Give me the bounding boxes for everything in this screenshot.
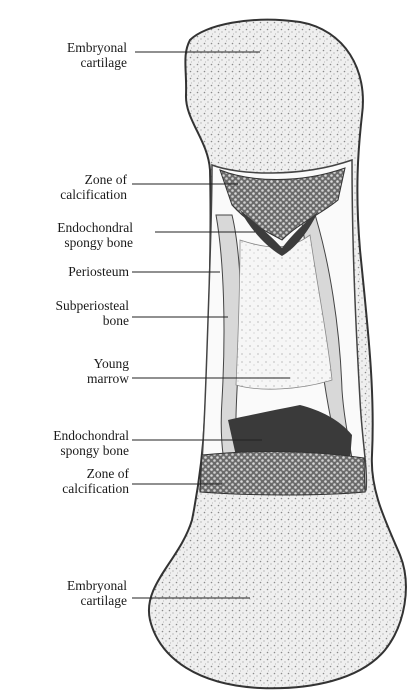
label-young-marrow: Young marrow	[87, 356, 129, 386]
label-endochondral-spongy-bottom: Endochondral spongy bone	[53, 428, 129, 458]
lower-calcification	[200, 452, 365, 495]
label-embryonal-cartilage-bottom: Embryonal cartilage	[67, 578, 127, 608]
label-subperiosteal-bone: Subperiosteal bone	[56, 298, 130, 328]
label-endochondral-spongy-top: Endochondral spongy bone	[57, 220, 133, 250]
label-embryonal-cartilage-top: Embryonal cartilage	[67, 40, 127, 70]
label-zone-calcification-bottom: Zone of calcification	[62, 466, 129, 496]
label-zone-calcification-top: Zone of calcification	[60, 172, 127, 202]
label-periosteum: Periosteum	[68, 264, 129, 279]
